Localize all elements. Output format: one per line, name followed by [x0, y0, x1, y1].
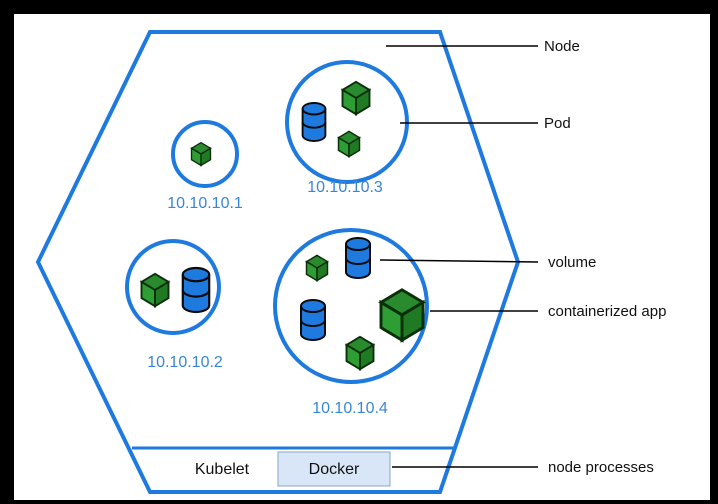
kubelet-label: Kubelet: [195, 461, 250, 478]
pod-ip-label: 10.10.10.3: [307, 179, 383, 196]
pod-ip-label: 10.10.10.4: [312, 400, 388, 417]
callout-volume: volume: [548, 254, 596, 271]
containerized-app-icon: [337, 130, 361, 158]
callout-line-volume: [379, 259, 539, 263]
callout-containerized-app: containerized app: [548, 303, 666, 320]
pod-ip-label: 10.10.10.2: [147, 354, 223, 371]
volume-icon: [300, 299, 326, 341]
callout-node: Node: [544, 38, 580, 55]
containerized-app-icon: [190, 141, 212, 167]
containerized-app-icon: [140, 272, 170, 308]
docker-label: Docker: [309, 461, 360, 478]
containerized-app-icon: [305, 254, 329, 282]
volume-icon: [181, 266, 211, 314]
volume-icon: [301, 102, 327, 142]
pod-10-10-10-3: [285, 60, 409, 184]
docker-process-box: [277, 451, 391, 487]
containerized-app-icon: [345, 335, 375, 371]
volume-icon: [345, 237, 371, 279]
node-hexagon: [35, 30, 521, 494]
callout-pod: Pod: [544, 115, 571, 132]
callout-node-processes: node processes: [548, 459, 654, 476]
containerized-app-icon: [379, 288, 425, 342]
pod-ip-label: 10.10.10.1: [167, 195, 243, 212]
containerized-app-icon: [341, 80, 371, 116]
